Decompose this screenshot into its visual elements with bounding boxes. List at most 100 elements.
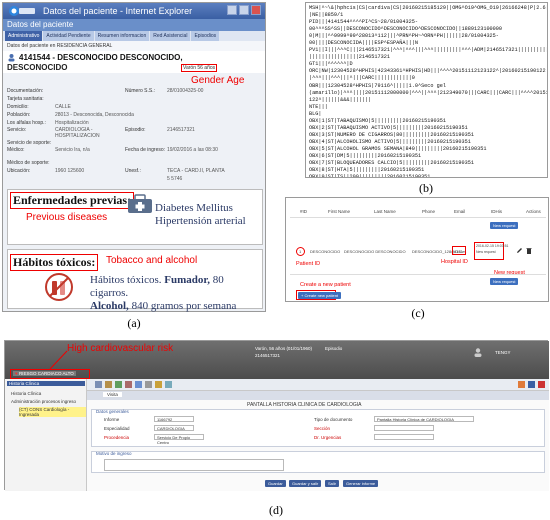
- tab-administrativo[interactable]: Administrativo: [5, 31, 43, 41]
- clinical-history-app: Varón, 56 años (01/01/1960) Episodio 214…: [4, 340, 549, 491]
- hl7-line: OBX|3|ST|NUMERO DE CIGARROS|80|||||||||2…: [309, 131, 474, 138]
- toolbar-icon[interactable]: [155, 381, 162, 388]
- col-actions: Actions: [526, 209, 541, 214]
- hl7-line: OBX|7|ST|BLOQUEADORES CALCIO|5|||||||||2…: [309, 160, 474, 167]
- toolbar-icon[interactable]: [145, 381, 152, 388]
- risk-badge-marker: [10, 369, 90, 379]
- hl7-line: OBX|5|ST|ALCOHOL GRAMOS SEMANA|840||||||…: [309, 145, 487, 152]
- toolbar-icon[interactable]: [165, 381, 172, 388]
- seccion-label: Sección: [314, 426, 331, 431]
- ie-title-bar: Datos del paciente - Internet Explorer: [3, 3, 265, 19]
- patient-details: Documentación:Número S.S.:28/01004325-00…: [7, 87, 263, 182]
- hl7-line: OBX|8|ST|HTA|5|||||||||20160215190351: [309, 167, 425, 174]
- toxic-habits-header: Hábitos tóxicos:: [10, 254, 99, 271]
- toolbar-icon[interactable]: [95, 381, 102, 388]
- hl7-line: OBR|||12304528^HPHIS|79116^|||||1.0^Seco…: [309, 82, 446, 89]
- risk-arrow-icon: [49, 350, 68, 370]
- tab-resumen[interactable]: Resumen informacion: [94, 31, 150, 41]
- edit-icon[interactable]: [516, 247, 523, 254]
- patient-subtitle: Datos del paciente en RESIDENCIA GENERAL: [3, 41, 265, 51]
- tree-item[interactable]: Administración procesos ingreso: [11, 399, 77, 404]
- row-last-name: DESCONOCIDO DESCONOCIDO: [344, 249, 406, 254]
- toolbar-right-icons: [518, 381, 545, 388]
- toolbar-icon[interactable]: [135, 381, 142, 388]
- tree-item-selected[interactable]: (CT) CONS Cardiología - Ingresada: [19, 407, 86, 417]
- hl7-line: OBX|2|ST|TABAQUISMO ACTIVO|5|||||||||201…: [309, 124, 468, 131]
- toolbar-icon[interactable]: [125, 381, 132, 388]
- generate-report-button[interactable]: Generar informe: [343, 480, 379, 487]
- admission-textarea[interactable]: [104, 459, 284, 471]
- previous-diseases-list: Diabetes Mellitus Hipertensión arterial: [155, 202, 246, 228]
- group-ingreso-title: Motivo de ingreso: [96, 451, 132, 456]
- detail-row: Domicilio:CALLE: [7, 104, 71, 110]
- ie-logo-icon: [9, 6, 35, 16]
- patient-id-name: 4141544 - DESCONOCIDO DESCONOCIDO,: [19, 52, 183, 62]
- toolbar-icons: [95, 381, 172, 388]
- toolbar-icon[interactable]: [105, 381, 112, 388]
- patient-id-marker: [296, 247, 305, 256]
- minimize-button[interactable]: [227, 5, 237, 15]
- previous-diseases-header: Enfermedades previas:: [10, 192, 135, 209]
- row-status: New request: [476, 250, 496, 254]
- tipo-label: Tipo de documento: [314, 417, 353, 422]
- hospital-id-marker: [452, 246, 466, 255]
- especialidad-field[interactable]: CARDIOLOGIA: [154, 425, 194, 431]
- tipo-field[interactable]: Pantalla Historia Clínica de CARDIOLOGIA: [374, 416, 474, 422]
- patient-data-window: Datos del paciente - Internet Explorer D…: [2, 2, 266, 312]
- close-button[interactable]: [251, 5, 261, 15]
- row-date: 2016-02-15 19:03:51: [476, 244, 509, 248]
- hl7-message-panel: MSH|^~\&|hphcis|CS|cardiva|CS|2016021518…: [305, 2, 548, 178]
- hl7-line: 0|M|||^^9999^99^28013^112|||^PRN^PH~^ORN…: [309, 33, 499, 40]
- caption-b: (b): [419, 181, 433, 195]
- hl7-line: NTE|||: [309, 103, 328, 110]
- tree-item[interactable]: Historia Clínica: [11, 391, 42, 396]
- tab-episodios[interactable]: Episodios: [191, 31, 220, 41]
- hl7-line: 122^||||||&&&|||||||: [309, 96, 372, 103]
- informe-field[interactable]: 1166792: [154, 416, 194, 422]
- delete-icon[interactable]: [526, 247, 532, 254]
- row-first-name: DESCONOCIDO: [310, 249, 341, 254]
- procedencia-field[interactable]: Servicio De Propio Centro: [154, 434, 204, 445]
- previous-diseases-label: Previous diseases: [26, 212, 108, 223]
- detail-row: Los alfalas hosp.:Hospitalización: [7, 120, 89, 126]
- toolbar-icon[interactable]: [528, 381, 535, 388]
- patient-id-label: Patient ID: [296, 261, 321, 267]
- disease-item: Diabetes Mellitus: [155, 202, 233, 214]
- hl7-line: |NE||8859/1: [309, 12, 344, 19]
- hospital-id-label: Hospital ID: [441, 259, 468, 265]
- save-button[interactable]: Guardar: [265, 480, 286, 487]
- tab-red[interactable]: Red Asistencial: [150, 31, 191, 41]
- maximize-button[interactable]: [239, 5, 249, 15]
- heart-icon: ♥: [15, 371, 19, 376]
- create-patient-button[interactable]: + Create new patient: [298, 292, 342, 299]
- hl7-line: BLG|: [309, 110, 322, 117]
- create-patient-label: Create a new patient: [300, 282, 351, 288]
- toolbar: [87, 379, 549, 391]
- risk-badge: ♥ RIESGO CARDIACO ALTO: [13, 371, 76, 376]
- toolbar-icon[interactable]: [538, 381, 545, 388]
- tab-actividad[interactable]: Actividad Pendiente: [43, 31, 94, 41]
- new-request-label: New request: [494, 270, 525, 276]
- save-exit-button[interactable]: Guardar y salir: [289, 480, 322, 487]
- hl7-line: ||||||||||||||||2146517321: [309, 54, 390, 61]
- header-divider: [290, 217, 546, 218]
- patient-tabs: Administrativo Actividad Pendiente Resum…: [3, 31, 265, 41]
- hl7-line: 00||||DESCONOCIDA||||ESP^ESPAÑA|||N: [309, 40, 418, 47]
- toolbar-icon[interactable]: [518, 381, 525, 388]
- patient-header: 4141544 - DESCONOCIDO DESCONOCIDO,: [3, 51, 265, 63]
- toxic-habits-section: Hábitos tóxicos: Tobacco and alcohol Háb…: [7, 249, 263, 312]
- tobacco-alcohol-icon: [45, 273, 73, 301]
- top-patient: Varón, 56 años (01/01/1960): [255, 346, 312, 351]
- hl7-line: OBX|1|ST|TABAQUISMO|5|||||||||2016021519…: [309, 117, 446, 124]
- detail-row: Tarjeta sanitaria:: [7, 96, 44, 102]
- caption-a: (a): [127, 316, 141, 330]
- new-request-button-top[interactable]: New request: [490, 222, 519, 229]
- new-request-button-bottom[interactable]: New request: [490, 278, 519, 285]
- urgencia-select[interactable]: [374, 434, 434, 440]
- seccion-select[interactable]: [374, 425, 434, 431]
- tab-visita[interactable]: Visita: [103, 392, 122, 397]
- previous-diseases-section: Enfermedades previas: Previous diseases …: [7, 189, 263, 245]
- exit-button[interactable]: Salir: [325, 480, 340, 487]
- toolbar-icon[interactable]: [115, 381, 122, 388]
- caption-c: (c): [411, 306, 425, 320]
